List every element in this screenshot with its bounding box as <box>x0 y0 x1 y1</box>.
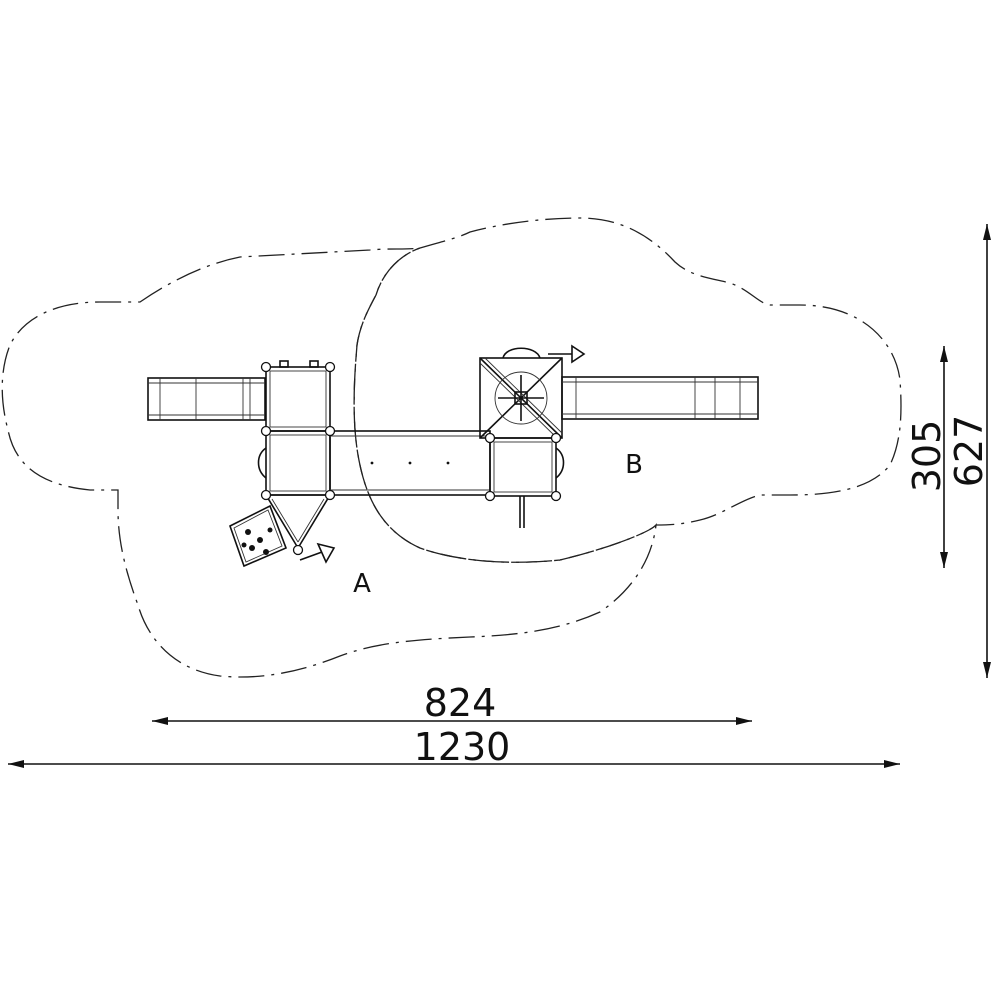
climbing-wall <box>229 504 288 568</box>
steering-wheel <box>502 347 541 359</box>
right-tower <box>489 437 565 528</box>
dimension-height-inner-label: 305 <box>905 420 949 493</box>
right-slide <box>561 376 759 420</box>
dimension-height-outer-label: 627 <box>947 415 991 488</box>
dimension-width-outer-label: 1230 <box>414 725 511 769</box>
access-ramp <box>264 494 332 550</box>
dimension-height-inner: 305 <box>905 346 949 568</box>
left-slide <box>147 377 266 421</box>
dimension-width-inner: 824 <box>152 681 752 725</box>
zone-label-a: A <box>353 569 371 599</box>
safety-zone-b-outline <box>353 217 902 563</box>
telescope-left <box>299 542 336 564</box>
bridge <box>329 430 491 496</box>
safety-zone-a-outline <box>1 247 657 678</box>
zone-label-b: B <box>625 450 643 480</box>
roof <box>479 357 563 439</box>
telescope-right <box>548 344 586 364</box>
dimension-width-outer: 1230 <box>8 725 900 769</box>
dimension-width-inner-label: 824 <box>424 681 497 725</box>
dimension-height-outer: 627 <box>947 224 991 678</box>
posts <box>260 361 562 556</box>
